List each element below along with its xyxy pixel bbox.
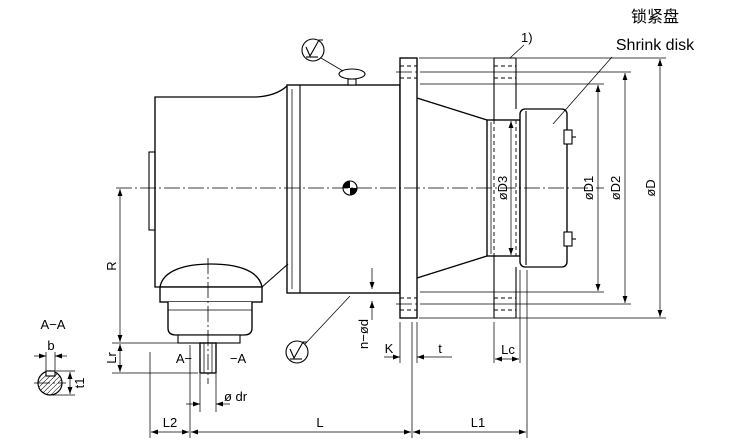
label-l1: L1	[471, 415, 485, 430]
roughness-bottom-mark	[289, 341, 307, 360]
output-cone	[416, 97, 488, 279]
shrink-disk-leader	[552, 56, 613, 125]
motor-side-boss	[148, 151, 156, 231]
cone-top-line	[416, 97, 488, 121]
roughness-top-mark	[305, 39, 323, 58]
cog-quarter-2	[350, 188, 357, 195]
label-lr: Lr	[104, 352, 119, 364]
bolt-hole-dimension: n−ød	[356, 268, 375, 349]
label-n-d: n−ød	[356, 319, 371, 349]
shrink-disk-label-en: Shrink disk	[616, 37, 695, 54]
label-d2: øD2	[608, 176, 623, 201]
length-dimensions: L2 L L1	[149, 270, 528, 438]
label-l2: L2	[163, 415, 177, 430]
shrink-disk-bolt-bottom	[563, 231, 573, 247]
motor-shaft-collar	[177, 334, 241, 344]
breather-stem	[347, 78, 357, 86]
surface-roughness-icon	[301, 38, 325, 62]
motor-transition-line	[261, 263, 289, 288]
breather-plug-icon	[338, 68, 366, 86]
shaft-dimensions: A− −A ø dr	[176, 351, 248, 412]
gearbox-housing	[286, 68, 401, 294]
breather-cap	[338, 68, 366, 80]
shaft-section-keyway	[45, 370, 56, 377]
motor-lower-flange	[159, 286, 263, 303]
cog-quarter-1	[343, 181, 350, 188]
label-d1: øD1	[581, 176, 596, 201]
label-r: R	[104, 261, 119, 270]
motor	[148, 85, 289, 374]
section-mark-right: −A	[230, 351, 247, 366]
label-t: t	[438, 341, 442, 356]
roughness-bottom-leader	[304, 295, 351, 345]
diameter-dimensions: øD3 øD1 øD2 øD	[419, 57, 666, 319]
label-l: L	[316, 415, 323, 430]
label-lc: Lc	[501, 342, 515, 357]
section-title: A−A	[41, 317, 66, 332]
note-1-label: 1)	[521, 30, 533, 45]
label-d: øD	[643, 179, 658, 196]
cone-bottom-line	[416, 255, 488, 279]
radius-dimensions: R Lr	[104, 189, 198, 374]
center-lines	[116, 71, 604, 384]
label-t1: t1	[72, 378, 87, 389]
shrink-disk-bolt-top	[563, 129, 573, 145]
section-mark-left: A−	[176, 351, 192, 366]
label-dr: ø dr	[224, 389, 248, 404]
section-a-a: A−A b t1	[34, 317, 87, 396]
motor-body-outline	[154, 85, 288, 288]
callouts: 锁紧盘 Shrink disk 1)	[285, 7, 695, 364]
surface-roughness-icon	[285, 340, 309, 364]
roughness-top-leader	[320, 57, 344, 72]
label-d3: øD3	[495, 176, 510, 201]
note-1-leader	[509, 44, 525, 59]
label-b: b	[47, 338, 54, 353]
shrink-disk-label-cn: 锁紧盘	[631, 7, 679, 26]
terminal-dome	[159, 263, 263, 288]
label-k: K	[385, 341, 394, 356]
flange-dimensions: K t Lc	[384, 270, 521, 363]
motor-lower-body	[167, 302, 253, 336]
